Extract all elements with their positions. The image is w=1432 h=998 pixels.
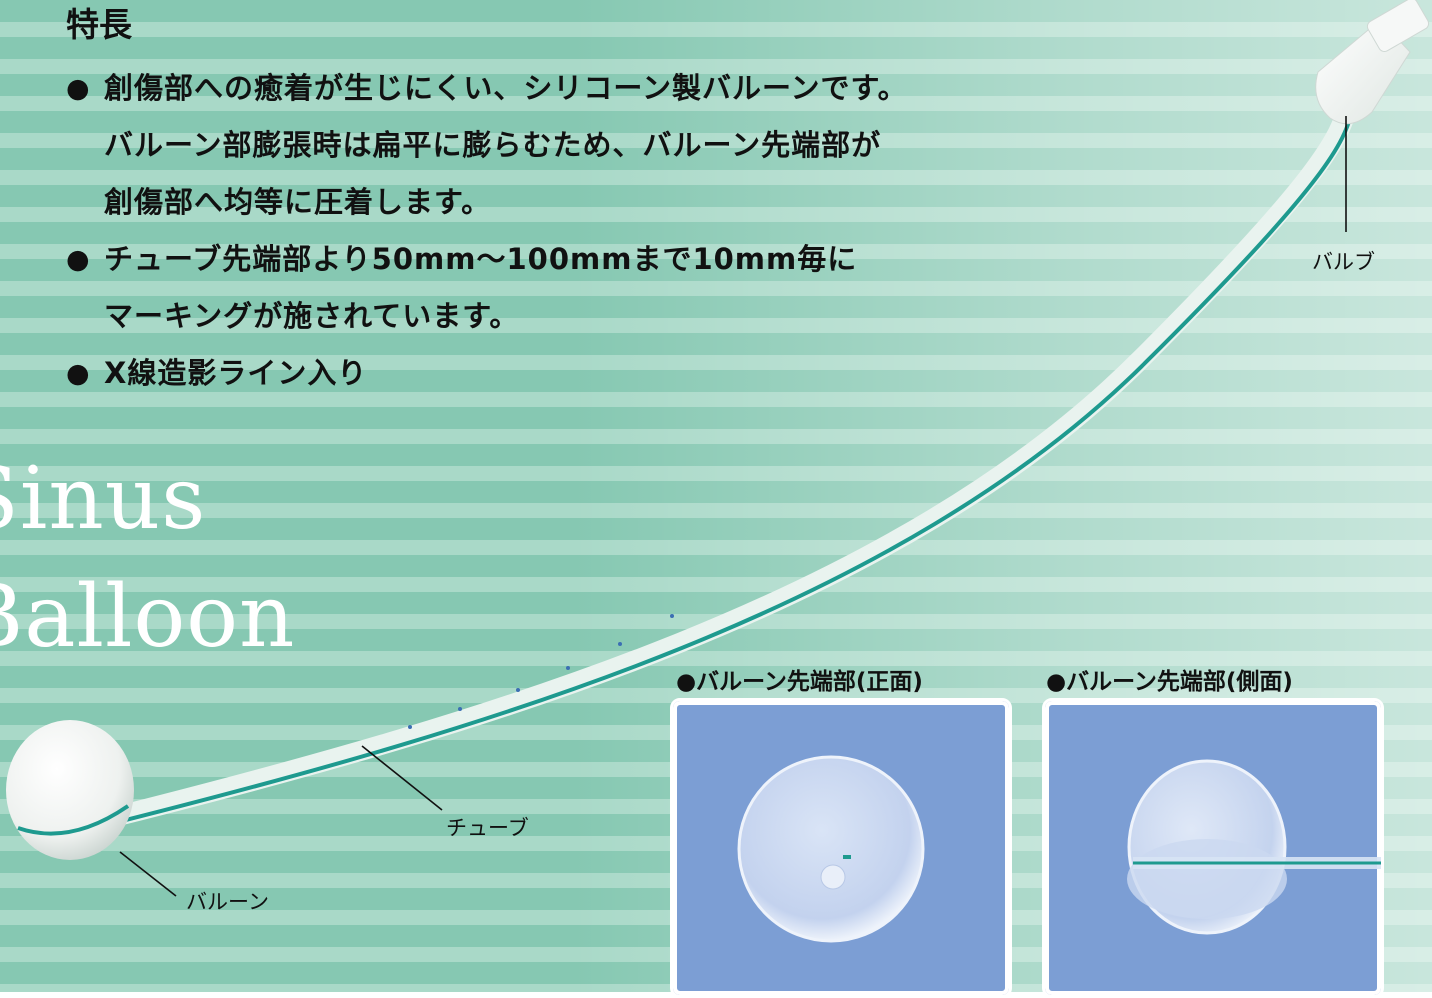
tube-markings	[408, 614, 674, 729]
feature-item: ● チューブ先端部より50mm〜100mmまで10mm毎に マーキングが施されて…	[66, 231, 908, 345]
balloon-callout-line	[119, 851, 177, 897]
feature-text: 創傷部への癒着が生じにくい、シリコーン製バルーンです。 バルーン部膨張時は扁平に…	[104, 71, 908, 219]
front-balloon-icon	[737, 755, 925, 943]
valve-label: バルブ	[1312, 250, 1375, 274]
balloon-label: バルーン	[186, 890, 269, 914]
tube-callout-line	[361, 745, 443, 811]
feature-text: X線造影ライン入り	[104, 356, 368, 390]
product-title: Sinus Balloon	[0, 440, 295, 676]
feature-item: ● X線造影ライン入り	[66, 345, 908, 402]
features-heading: 特長	[66, 5, 132, 44]
valve-icon	[1315, 0, 1430, 125]
side-view-photo	[1042, 698, 1384, 998]
bullet-icon: ●	[66, 73, 91, 104]
product-title-line2: Balloon	[0, 567, 296, 667]
front-view-photo	[670, 698, 1012, 998]
feature-text: チューブ先端部より50mm〜100mmまで10mm毎に マーキングが施されていま…	[104, 242, 858, 333]
bullet-icon: ●	[66, 244, 91, 275]
feature-list: ● 創傷部への癒着が生じにくい、シリコーン製バルーンです。 バルーン部膨張時は扁…	[66, 60, 908, 402]
tube-label: チューブ	[446, 816, 529, 840]
tube-body	[100, 70, 1370, 828]
product-title-line1: Sinus	[0, 449, 207, 549]
feature-item: ● 創傷部への癒着が生じにくい、シリコーン製バルーンです。 バルーン部膨張時は扁…	[66, 60, 908, 231]
side-balloon-icon	[1127, 759, 1381, 935]
bullet-icon: ●	[66, 358, 91, 389]
front-view-label: ●バルーン先端部(正面)	[676, 669, 923, 695]
side-view-label: ●バルーン先端部(側面)	[1046, 669, 1293, 695]
tube-xray-line	[109, 82, 1366, 826]
balloon-icon	[6, 720, 134, 860]
